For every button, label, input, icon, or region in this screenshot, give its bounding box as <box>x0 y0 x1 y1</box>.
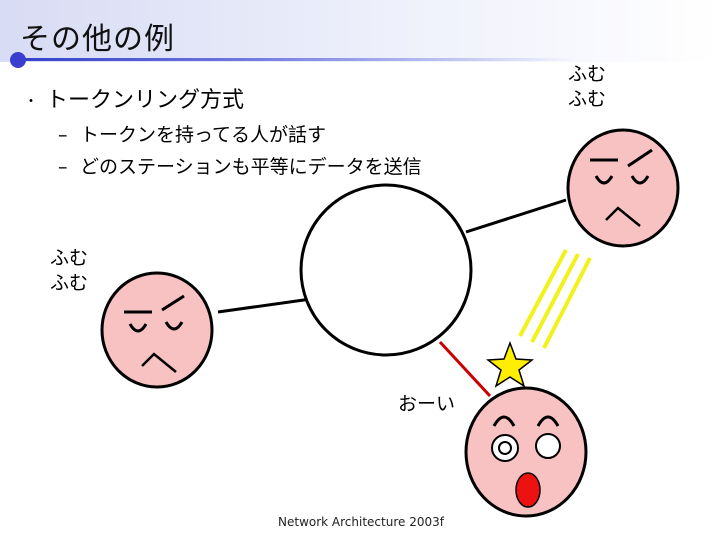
token-ring <box>299 183 473 357</box>
title-band <box>0 0 720 62</box>
speech-top-right: ふむ ふむ <box>568 62 606 112</box>
sub-bullet-text: トークンを持ってる人が話す <box>80 124 327 146</box>
footer-text: Network Architecture 2003f <box>278 515 444 529</box>
slide-title: その他の例 <box>20 22 175 57</box>
sub-bullet-1: –トークンを持ってる人が話す <box>58 120 326 147</box>
link-bottom-token <box>438 340 492 398</box>
bullet-text: トークンリング方式 <box>46 88 245 113</box>
speech-line: ふむ <box>568 63 607 85</box>
title-bullet-dot <box>10 52 26 68</box>
star-icon <box>485 340 535 388</box>
speech-caller: おーい <box>398 393 456 415</box>
title-underline <box>18 58 578 61</box>
sub-bullet-text: どのステーションも平等にデータを送信 <box>80 156 422 178</box>
bullet-item: ・トークンリング方式 <box>24 82 244 114</box>
speech-line: ふむ <box>568 88 607 110</box>
speech-line: ふむ <box>50 247 89 269</box>
face-neutral-icon <box>566 128 680 248</box>
speech-left: ふむ ふむ <box>50 246 88 296</box>
bullet-marker: ・ <box>24 94 38 110</box>
link-top-right <box>465 198 567 234</box>
face-neutral-icon <box>100 271 214 389</box>
link-left <box>217 296 319 314</box>
sub-bullet-marker: – <box>58 124 68 146</box>
sub-bullet-2: –どのステーションも平等にデータを送信 <box>58 152 422 179</box>
face-surprised-icon <box>464 386 588 518</box>
speech-line: ふむ <box>50 272 89 294</box>
star-rays <box>518 249 592 349</box>
sub-bullet-marker: – <box>58 156 68 178</box>
